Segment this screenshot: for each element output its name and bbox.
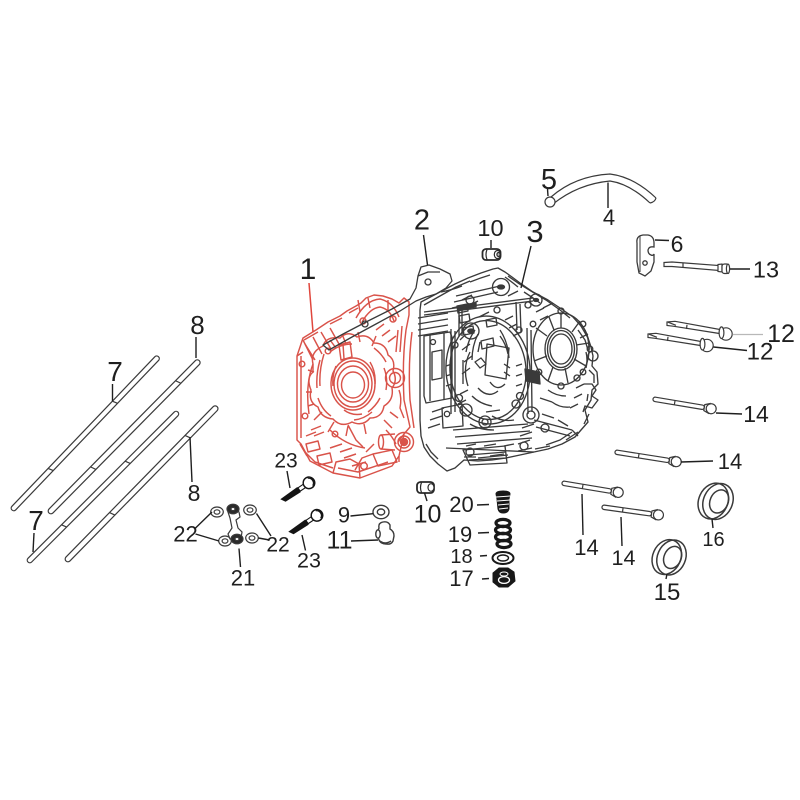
svg-text:11: 11 (327, 527, 353, 555)
svg-text:20: 20 (449, 492, 473, 517)
svg-text:6: 6 (671, 231, 684, 257)
svg-text:21: 21 (231, 566, 255, 591)
svg-text:2: 2 (414, 205, 430, 237)
svg-text:22: 22 (266, 534, 289, 557)
svg-text:5: 5 (541, 164, 557, 196)
svg-text:3: 3 (526, 214, 543, 249)
svg-text:9: 9 (338, 503, 350, 528)
svg-text:10: 10 (477, 215, 503, 241)
svg-text:23: 23 (297, 549, 321, 573)
svg-text:8: 8 (188, 480, 201, 506)
svg-text:19: 19 (448, 522, 472, 547)
svg-text:7: 7 (28, 505, 44, 536)
svg-text:12: 12 (767, 320, 795, 348)
svg-text:12: 12 (747, 339, 774, 366)
svg-text:15: 15 (654, 579, 681, 606)
svg-text:4: 4 (603, 205, 615, 230)
svg-text:7: 7 (107, 356, 123, 387)
svg-text:16: 16 (702, 529, 724, 551)
svg-text:8: 8 (190, 310, 204, 340)
svg-text:14: 14 (612, 546, 636, 570)
svg-text:18: 18 (450, 546, 472, 568)
svg-text:13: 13 (753, 257, 779, 283)
svg-text:23: 23 (274, 450, 297, 473)
svg-text:14: 14 (718, 449, 742, 474)
svg-text:1: 1 (300, 253, 317, 286)
svg-text:14: 14 (574, 535, 598, 560)
svg-text:22: 22 (173, 522, 197, 547)
svg-text:14: 14 (743, 401, 769, 427)
svg-text:10: 10 (414, 501, 442, 529)
svg-text:17: 17 (449, 566, 473, 591)
